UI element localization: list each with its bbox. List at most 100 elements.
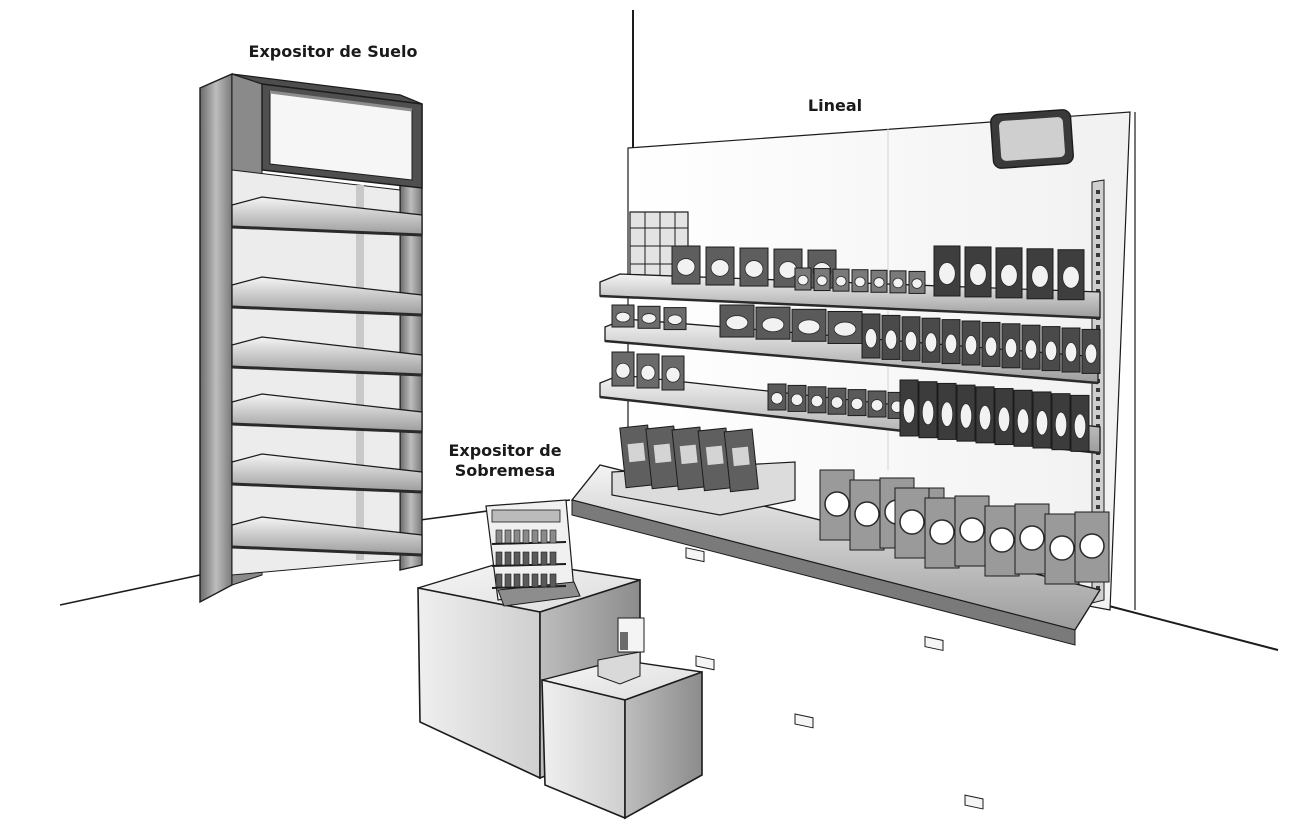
product-label: [921, 399, 935, 426]
wall-sign-icon: [990, 109, 1074, 169]
rack-bottles: [491, 529, 567, 589]
rack-bottle: [504, 551, 512, 566]
product-label: [1064, 342, 1078, 363]
product-label: [944, 333, 958, 354]
upright-slot: [1096, 217, 1100, 221]
upright-slot: [1096, 478, 1100, 482]
bag-window: [1049, 535, 1075, 561]
product-label: [940, 401, 954, 427]
upright-slot: [1096, 190, 1100, 194]
rack-bottle: [531, 573, 539, 588]
product-label: [959, 403, 973, 429]
product-label: [911, 278, 923, 289]
upright-slot: [1096, 208, 1100, 212]
product-label: [778, 261, 798, 279]
rack-bottle: [540, 551, 548, 566]
product-label: [924, 332, 938, 353]
bag-label: [627, 442, 646, 463]
bag-window: [824, 491, 850, 517]
floor-shelf-lip: [231, 365, 423, 377]
bag-label: [731, 446, 750, 467]
upright-slot: [1096, 460, 1100, 464]
rack-bottle: [522, 573, 530, 588]
product-label: [816, 275, 828, 286]
rack-bottle: [513, 529, 521, 544]
product-label: [884, 329, 898, 350]
wall-shelving-icon: [570, 109, 1131, 810]
upright-slot: [1096, 226, 1100, 230]
upright-slot: [1096, 262, 1100, 266]
product-label: [830, 396, 844, 409]
floor-bags: [819, 469, 1110, 585]
price-tag: [794, 713, 814, 729]
product-label: [904, 330, 918, 352]
bag-window: [899, 509, 925, 535]
rack-bottle: [522, 551, 530, 566]
product-label: [810, 394, 824, 408]
wall-shelf-edge: [599, 294, 1101, 320]
product-label: [797, 319, 821, 335]
upright-slot: [1096, 388, 1100, 392]
product-label: [835, 275, 847, 287]
bag-window: [1019, 525, 1045, 551]
floor-shelf: [231, 393, 423, 433]
upright-slot: [1096, 235, 1100, 239]
product-label: [984, 336, 998, 357]
product-label: [761, 317, 785, 333]
rack-bottle: [513, 573, 521, 588]
product-label: [1016, 408, 1030, 434]
product-label: [850, 397, 864, 411]
product-box: [1057, 249, 1085, 301]
rack-bottle: [549, 573, 557, 588]
product-label: [710, 259, 730, 277]
floor-shelf: [231, 516, 423, 556]
floor-shelf: [231, 336, 423, 376]
upright-slot: [1096, 496, 1100, 500]
product-label: [1073, 413, 1087, 439]
product-label: [997, 406, 1011, 433]
upright-slot: [1096, 424, 1100, 428]
upright-slot: [1096, 469, 1100, 473]
rack-bottle: [549, 529, 557, 544]
upright-slot: [1096, 397, 1100, 401]
product-label: [667, 314, 683, 325]
product-label: [902, 398, 916, 424]
product-label: [797, 274, 809, 286]
floor-display-label: Expositor de Suelo: [248, 42, 418, 61]
rack-bottle: [540, 529, 548, 544]
upright-slot: [1096, 487, 1100, 491]
price-tag: [695, 655, 715, 671]
product-label: [1000, 263, 1018, 287]
upright-slot: [1096, 199, 1100, 203]
price-tag: [924, 636, 944, 652]
upright-slot: [1096, 406, 1100, 410]
bag-label: [653, 443, 672, 464]
product-label: [892, 277, 904, 289]
rack-bottle: [522, 529, 530, 544]
product-label: [1062, 265, 1080, 289]
price-tag: [685, 547, 705, 563]
product-label: [833, 321, 857, 337]
product-label: [864, 328, 878, 349]
product-label: [725, 315, 749, 331]
product-label: [665, 366, 681, 383]
floor-shelf-lip: [231, 305, 423, 317]
product-label: [744, 260, 764, 278]
product-label: [615, 362, 631, 379]
product-label: [964, 335, 978, 356]
product-label: [641, 313, 657, 324]
upright-slot: [1096, 415, 1100, 419]
bag-window: [929, 519, 955, 545]
shelf-line-label: Lineal: [807, 96, 863, 115]
tabletop-rack-icon: [485, 499, 581, 607]
upright-slot: [1096, 244, 1100, 248]
bag-window: [989, 527, 1015, 553]
floor-shelf: [231, 453, 423, 493]
wall-products: [611, 245, 1101, 452]
product-label: [770, 392, 784, 405]
tabletop-display-label-line1: Expositor de: [448, 441, 562, 460]
product-label: [676, 258, 696, 276]
rack-bottle: [531, 551, 539, 566]
cube-pedestal-icon: [417, 559, 703, 820]
